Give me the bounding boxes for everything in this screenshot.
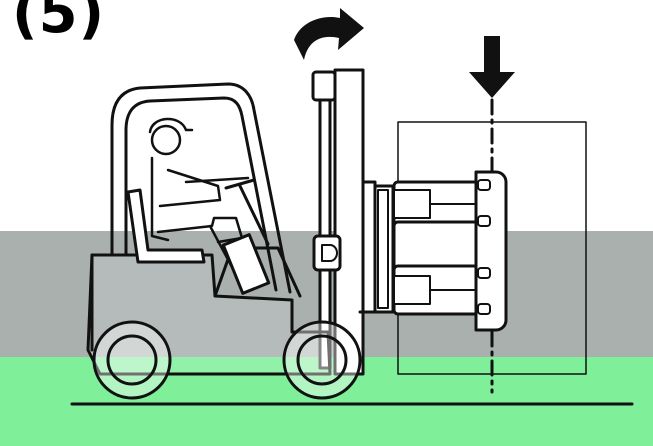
- rear-wheel: [94, 322, 170, 398]
- seat: [128, 190, 204, 262]
- down-arrow-icon: [469, 36, 515, 98]
- load-attachment: [394, 172, 506, 330]
- front-wheel: [284, 322, 360, 398]
- steering-wheel: [223, 180, 268, 293]
- curved-arrow-icon: [294, 8, 364, 60]
